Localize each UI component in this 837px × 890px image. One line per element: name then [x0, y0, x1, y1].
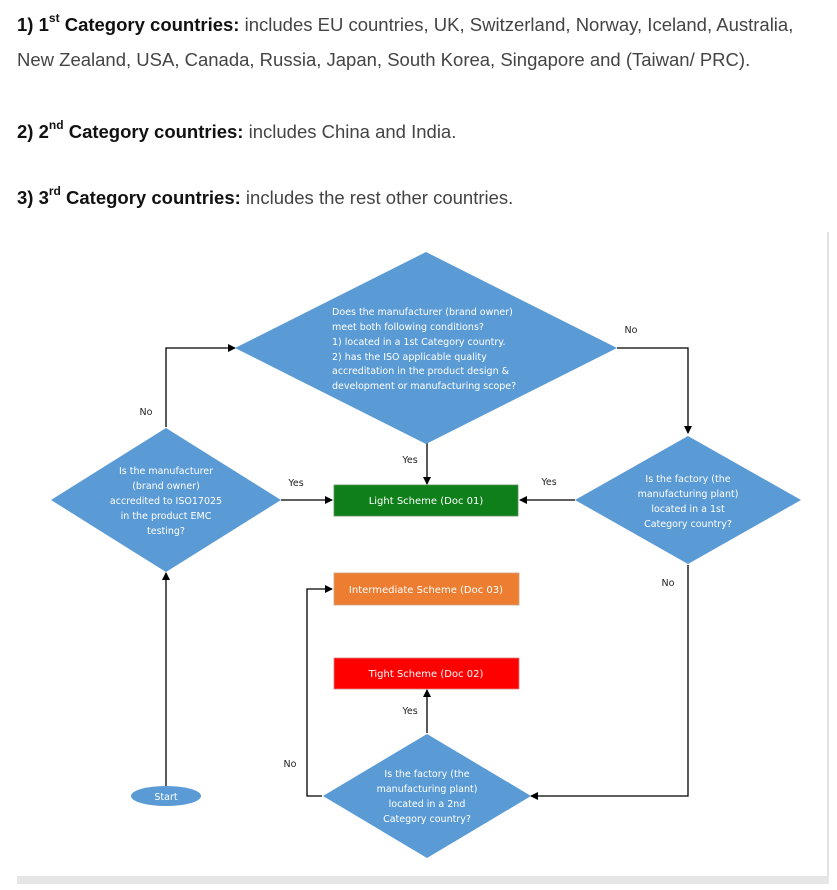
- left-decision-line-5: testing?: [147, 526, 185, 537]
- top-decision-line-5: accreditation in the product design &: [332, 366, 510, 377]
- bottom-decision-line-3: located in a 2nd: [389, 799, 466, 810]
- bottom-decision-text: Is the factory (the manufacturing plant)…: [377, 769, 478, 825]
- top-decision-line-6: development or manufacturing scope?: [332, 381, 516, 392]
- right-decision-text: Is the factory (the manufacturing plant)…: [638, 474, 739, 530]
- category-3-paragraph: 3) 3rd Category countries: includes the …: [17, 181, 513, 210]
- figure-frame-bottom: [17, 876, 829, 884]
- top-decision-line-3: 1) located in a 1st Category country.: [332, 337, 506, 348]
- category-2-number: 2) 2: [17, 121, 49, 143]
- top-decision-line-1: Does the manufacturer (brand owner): [332, 307, 513, 318]
- category-3-number: 3) 3: [17, 187, 49, 209]
- label-no-top-right: No: [625, 325, 638, 336]
- right-decision-line-2: manufacturing plant): [638, 489, 739, 500]
- bottom-decision-line-2: manufacturing plant): [377, 784, 478, 795]
- bottom-decision-diamond: [323, 734, 531, 858]
- figure-frame-right: [827, 232, 829, 880]
- bottom-decision-line-1: Is the factory (the: [384, 769, 469, 780]
- category-3-line1: includes the rest other countries.: [240, 187, 514, 209]
- category-1-line2-row: New Zealand, USA, Canada, Russia, Japan,…: [17, 48, 750, 72]
- right-decision-line-3: located in a 1st: [651, 504, 725, 515]
- left-decision-diamond: [51, 428, 281, 572]
- tight-scheme-label: Tight Scheme (Doc 02): [368, 669, 484, 680]
- label-no-bottom: No: [284, 759, 297, 770]
- category-1-superscript: st: [48, 11, 60, 25]
- connector-bottom-no-to-intermediate: [306, 585, 333, 797]
- category-2-paragraph: 2) 2nd Category countries: includes Chin…: [17, 115, 456, 144]
- label-yes-right: Yes: [540, 477, 556, 488]
- left-decision-line-3: accredited to ISO17025: [110, 496, 222, 507]
- category-1-heading: Category countries:: [59, 14, 240, 36]
- left-decision-text: Is the manufacturer (brand owner) accred…: [110, 466, 222, 537]
- category-1-line1: includes EU countries, UK, Switzerland, …: [239, 14, 794, 36]
- left-decision-line-1: Is the manufacturer: [119, 466, 213, 477]
- label-no-left: No: [140, 407, 153, 418]
- connector-left-no-to-top: [165, 344, 236, 427]
- left-decision-line-2: (brand owner): [132, 481, 200, 492]
- label-yes-left: Yes: [287, 478, 303, 489]
- left-decision-line-4: in the product EMC: [121, 511, 212, 522]
- label-yes-top: Yes: [401, 455, 417, 466]
- right-decision-line-1: Is the factory (the: [645, 474, 730, 485]
- connectors: [162, 344, 692, 800]
- top-decision-line-4: 2) has the ISO applicable quality: [332, 352, 487, 363]
- intermediate-scheme-box: [333, 572, 520, 606]
- bottom-decision-line-4: Category country?: [383, 814, 471, 825]
- category-1-line2: New Zealand, USA, Canada, Russia, Japan,…: [17, 49, 751, 70]
- top-decision-line-2: meet both following conditions?: [332, 322, 484, 333]
- label-yes-bottom: Yes: [401, 706, 417, 717]
- right-decision-line-4: Category country?: [644, 519, 732, 530]
- tight-scheme-box: [333, 657, 520, 690]
- start-node: [131, 786, 201, 806]
- light-scheme-label: Light Scheme (Doc 01): [369, 496, 484, 507]
- top-decision-diamond: [235, 252, 617, 444]
- branch-labels: No No Yes Yes Yes No Yes No: [140, 325, 675, 770]
- connector-right-no-to-bottom: [530, 565, 689, 800]
- category-3-superscript: rd: [48, 184, 61, 198]
- right-decision-diamond: [575, 436, 801, 564]
- label-no-right: No: [662, 578, 675, 589]
- category-1-number: 1) 1: [17, 14, 49, 36]
- intermediate-scheme-label: Intermediate Scheme (Doc 03): [349, 585, 503, 596]
- connector-top-no-to-right: [617, 347, 692, 434]
- start-label: Start: [154, 792, 177, 803]
- category-2-heading: Category countries:: [63, 121, 244, 143]
- light-scheme-box: [333, 484, 519, 517]
- category-1-paragraph: 1) 1st Category countries: includes EU c…: [17, 8, 793, 37]
- category-3-heading: Category countries:: [60, 187, 241, 209]
- category-2-line1: includes China and India.: [243, 121, 457, 143]
- top-decision-text: Does the manufacturer (brand owner) meet…: [332, 307, 516, 392]
- category-2-superscript: nd: [48, 118, 64, 132]
